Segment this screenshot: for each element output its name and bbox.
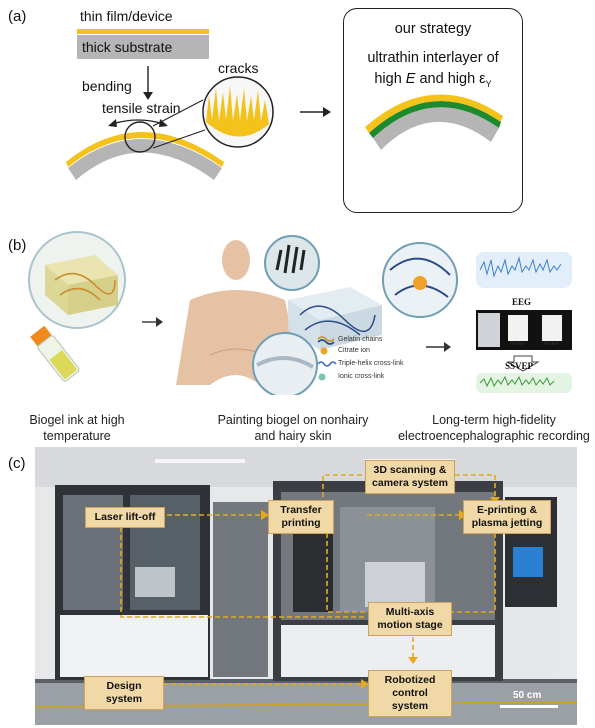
- caption-recording: Long-term high-fidelity electroencephalo…: [398, 413, 590, 443]
- bent-substrate: [68, 139, 222, 180]
- flicker-label-2: Flicker: [544, 341, 559, 347]
- panel-c-label: (c): [8, 455, 26, 472]
- thick-substrate-layer: [77, 35, 209, 59]
- caption-painting: Painting biogel on nonhairy and hairy sk…: [217, 413, 369, 443]
- flicker-label-1: Flicker: [510, 341, 525, 347]
- legend-citrate: Citrate ion: [338, 347, 370, 354]
- panel-b-illustration: [28, 231, 572, 395]
- legend-gelatin: Gelatin chains: [338, 336, 383, 343]
- strategy-title: our strategy: [394, 21, 472, 37]
- caption-biogel: Biogel ink at high temperature: [29, 413, 125, 443]
- scale-bar-label: 50 cm: [513, 690, 542, 701]
- ssvep-label: SSVEP: [505, 361, 534, 371]
- strategy-layers: [365, 94, 503, 150]
- tag-3d-scanning: 3D scanning & camera system: [365, 460, 455, 494]
- bending-label: bending: [82, 78, 132, 94]
- tag-transfer-printing: Transfer printing: [268, 500, 334, 534]
- eeg-label: EEG: [512, 297, 532, 307]
- cracks-film: [206, 86, 269, 137]
- eeg-wave: [479, 256, 562, 278]
- down-arrow: [506, 355, 540, 372]
- bent-film: [66, 132, 224, 167]
- tensile-strain-label: tensile strain: [102, 100, 181, 116]
- ssvep-wave: [479, 375, 555, 388]
- tag-e-printing: E-printing & plasma jetting: [463, 500, 551, 534]
- biogel-vial: [30, 325, 80, 382]
- human-head: [222, 240, 250, 280]
- thin-film-layer: [77, 29, 209, 34]
- scale-bar: [500, 705, 558, 708]
- thick-substrate-label: thick substrate: [82, 39, 173, 55]
- magnifier-small: [124, 121, 156, 153]
- strategy-line-2: high E and high εY: [374, 71, 492, 89]
- skin-magnifier: [252, 332, 318, 395]
- panel-a-label: (a): [8, 8, 27, 25]
- thin-film-label: thin film/device: [80, 8, 173, 24]
- panel-b-label: (b): [8, 237, 27, 254]
- tag-design-system: Design system: [84, 676, 164, 710]
- eeg-wave-box: [476, 252, 572, 288]
- hair-magnifier: [264, 235, 320, 291]
- cracks-label: cracks: [218, 60, 259, 76]
- legend-triple-helix: Triple-helix cross-link: [338, 360, 404, 367]
- strategy-line-1: ultrathin interlayer of: [367, 50, 499, 66]
- tag-robotized-control: Robotized control system: [368, 670, 452, 717]
- legend-ionic: Ionic cross-link: [338, 373, 385, 380]
- tag-motion-stage: Multi-axis motion stage: [368, 602, 452, 636]
- tag-laser-lift-off: Laser lift-off: [85, 507, 165, 528]
